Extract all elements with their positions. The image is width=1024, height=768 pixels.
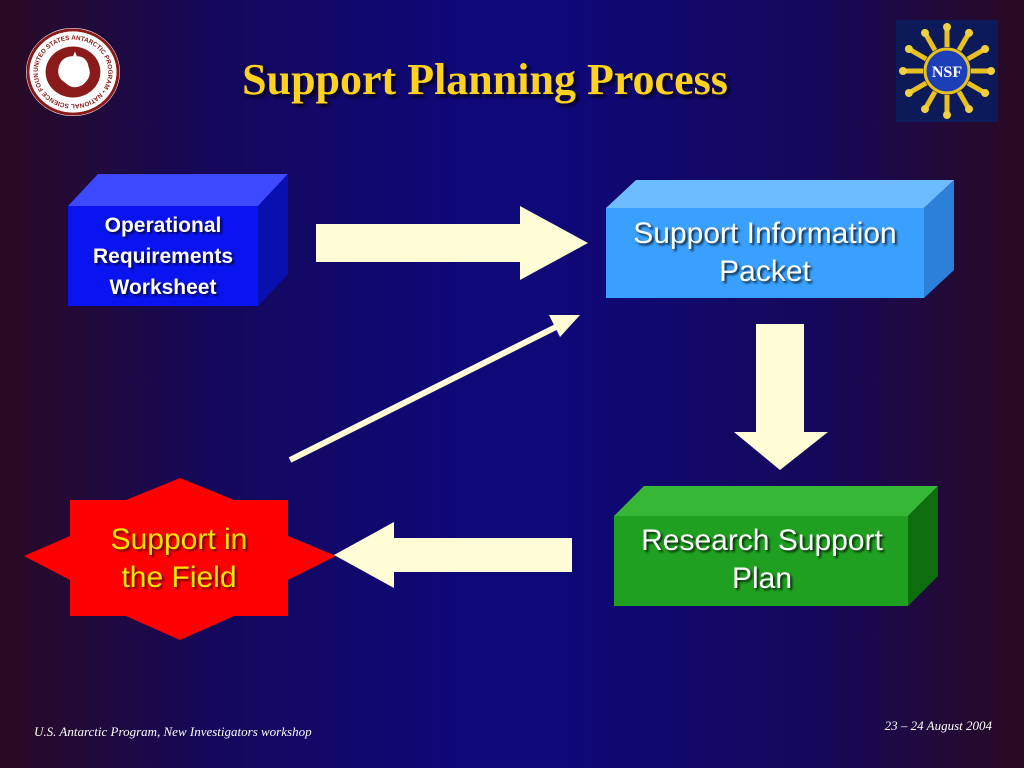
nsf-ray-tip (904, 89, 913, 97)
sif-label-line-2: the Field (121, 561, 237, 594)
arrow-ops-to-sip (316, 206, 588, 280)
nsf-ray-tip (965, 28, 973, 37)
ops-label-line-1: Operational (104, 213, 222, 237)
nsf-logo-icon: NSF (896, 20, 998, 122)
nsf-ray-tip (981, 89, 990, 97)
ops-label-line-2: Requirements (92, 244, 234, 268)
footer-date: 23 – 24 August 2004 (884, 718, 992, 733)
node-support-information-packet (606, 180, 954, 298)
node-support-in-field-label: Support in the Field (70, 504, 288, 614)
arrow-rsp-to-field (334, 522, 572, 588)
nsf-logo-text: NSF (932, 64, 962, 81)
rsp-label-line-2: Plan (731, 562, 793, 595)
nsf-ray-tip (981, 45, 990, 53)
footer-event-name: U.S. Antarctic Program, New Investigator… (34, 724, 312, 739)
sip-label-line-1: Support Information (633, 217, 897, 250)
nsf-ray-tip (904, 45, 913, 53)
rsp-label-line-1: Research Support (641, 524, 883, 557)
sif-label-line-1: Support in (110, 523, 248, 556)
node-support-in-field (24, 478, 336, 640)
arrow-field-to-sip (288, 315, 580, 463)
nsf-ray-tip (965, 105, 973, 114)
slide-title: Support Planning Process (242, 55, 728, 104)
node-operational-requirements (68, 174, 288, 306)
nsf-ray-tip (987, 67, 995, 75)
nsf-ray-tip (943, 111, 951, 119)
usap-seal-icon: UNITED STATES ANTARCTIC PROGRAM • NATION… (24, 26, 120, 117)
arrow-sip-to-rsp (734, 324, 828, 470)
nsf-ray-tip (943, 23, 951, 31)
nsf-ray-tip (921, 105, 929, 114)
sip-label-line-2: Packet (719, 255, 811, 288)
ops-label-line-3: Worksheet (109, 275, 217, 299)
nsf-ray-tip (921, 28, 929, 37)
node-research-support-plan (614, 486, 938, 606)
nsf-ray-tip (899, 67, 907, 75)
